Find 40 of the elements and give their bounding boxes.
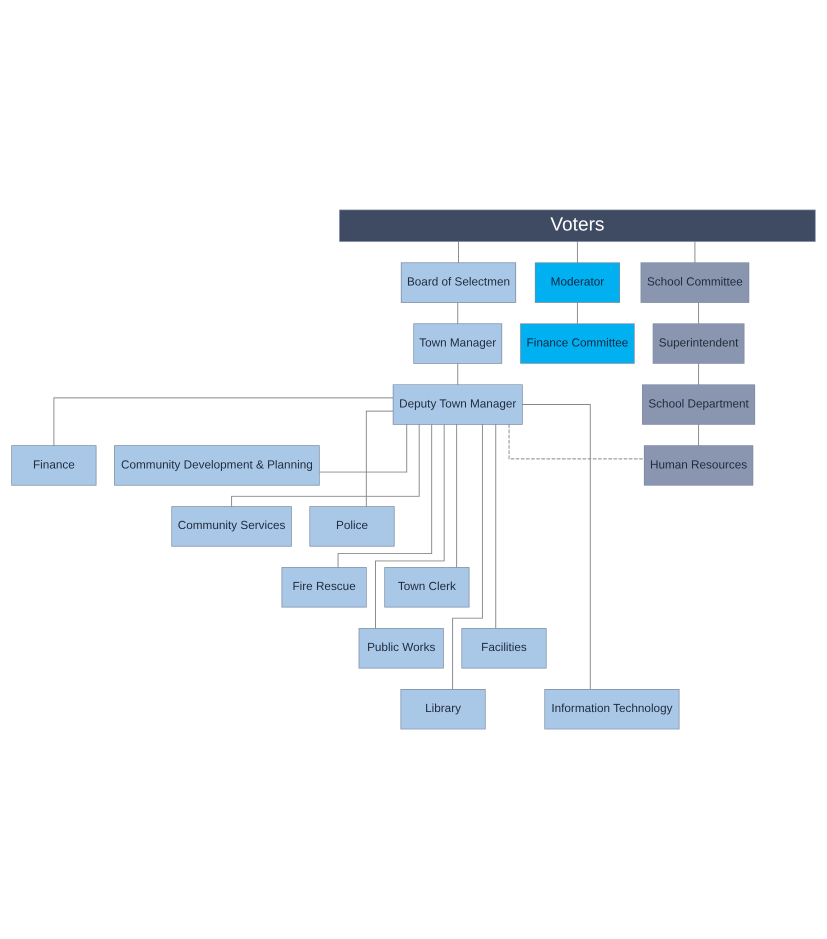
connector [576,241,578,264]
node-box: Library [400,689,486,730]
connector [456,424,458,568]
connector [508,424,644,460]
connector [458,241,459,264]
connector [375,424,445,629]
node-box: Board of Selectmen [400,262,516,303]
node-box: School Department [642,384,756,425]
connector [457,363,458,385]
node-box: Voters [339,210,816,242]
connector [366,410,394,507]
node-box: Finance Committee [520,323,635,364]
connector [698,363,700,385]
node-box: Human Resources [644,445,754,486]
connector [457,302,458,324]
node-box: Community Development & Planning [114,445,320,486]
connector [231,424,420,507]
node-box: Information Technology [544,689,680,730]
node-box: Facilities [461,628,547,668]
node-box: Fire Rescue [282,567,367,608]
node-box: Superintendent [652,323,744,364]
node-box: Police [309,506,395,547]
node-box: Deputy Town Manager [392,384,523,425]
connector [698,424,700,446]
node-box: Town Manager [413,323,502,364]
connector [338,424,432,568]
node-box: School Committee [640,262,750,303]
connector [522,404,591,690]
connector [319,424,408,473]
connector [495,424,496,629]
connector [452,424,483,690]
connector [698,302,700,324]
connector [576,302,578,324]
connector [53,397,394,446]
node-box: Community Services [171,506,292,547]
node-box: Town Clerk [384,567,470,608]
node-box: Moderator [534,262,620,303]
connector [694,241,696,264]
node-box: Public Works [358,628,444,668]
node-box: Finance [11,445,96,486]
